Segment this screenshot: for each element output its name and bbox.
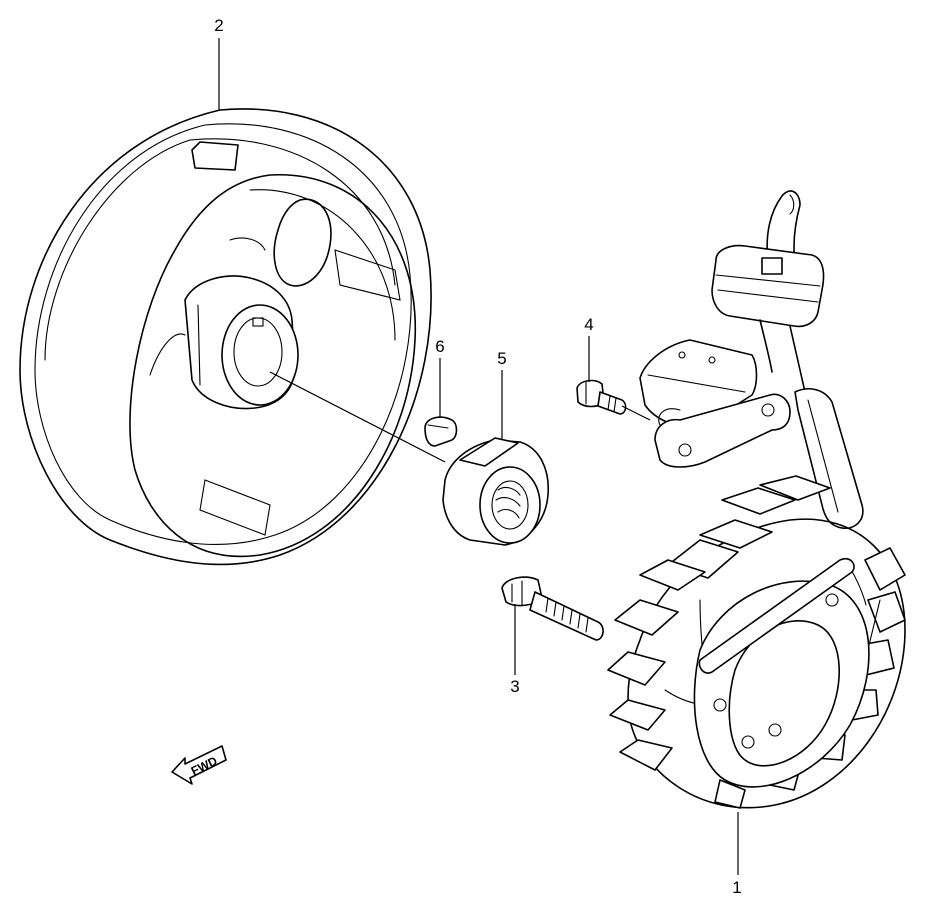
callout-1: 1 [732, 878, 741, 897]
callout-6: 6 [435, 337, 444, 356]
part-6-key [424, 416, 458, 447]
callout-2: 2 [214, 16, 223, 35]
fwd-direction-marker: FWD [171, 745, 227, 785]
part-3-bolt [501, 576, 604, 641]
callout-4: 4 [584, 315, 593, 334]
part-5-bush [442, 437, 550, 546]
callout-3: 3 [510, 677, 519, 696]
part-1-stator [607, 190, 906, 809]
assembly-axis-line [269, 371, 446, 463]
part-2-rotor [19, 108, 432, 566]
part-4-screw [576, 379, 627, 415]
callout-5: 5 [497, 349, 506, 368]
callout-leaders [218, 38, 739, 875]
